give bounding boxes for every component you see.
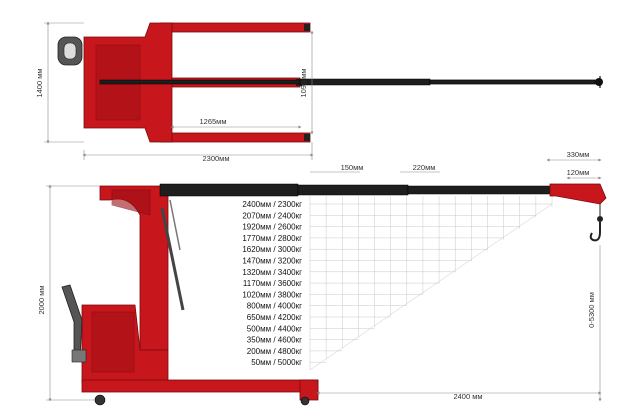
capacity-row-label: 1620мм / 3000кг: [242, 245, 302, 254]
hydraulic-cylinder: [160, 207, 185, 311]
boom-section-1: [297, 184, 409, 196]
side-leg-tip: [299, 379, 319, 401]
dim-boom-tip-offset: 330мм: [567, 150, 590, 159]
side-leg: [81, 379, 319, 393]
top-boom-segment-2: [429, 79, 596, 85]
top-boom-hook: [595, 78, 603, 86]
side-base-panel: [91, 311, 135, 373]
capacity-row-label: 2400мм / 2300кг: [242, 200, 302, 209]
hook-icon: [589, 222, 601, 242]
top-boom-segment-1: [299, 78, 431, 86]
mast-top-plate: [111, 189, 151, 216]
top-view: 1400 мм 1090 мм 1265мм 2300мм: [35, 21, 603, 163]
top-fork-upper: [159, 22, 311, 33]
hook-pulley: [597, 216, 603, 222]
capacity-row-label: 1170мм / 3600кг: [243, 279, 302, 288]
wheel-rear: [94, 394, 106, 406]
dim-boom-section-2: 220мм: [413, 163, 436, 172]
capacity-row-label: 1020мм / 3800кг: [242, 290, 302, 299]
capacity-row-label: 200мм / 4800кг: [247, 347, 302, 356]
capacity-row-label: 50мм / 5000кг: [251, 358, 302, 367]
dim-width-total: 1400 мм: [35, 68, 44, 97]
fork-tip-lower: [304, 134, 310, 141]
capacity-row-label: 1470мм / 3200кг: [242, 257, 302, 266]
capacity-row-label: 650мм / 4200кг: [247, 313, 302, 322]
side-handle: [61, 284, 83, 361]
boom-section-2: [407, 185, 551, 195]
side-view: 150мм 220мм 330мм 120мм 2000 мм 0-5300 м…: [37, 150, 607, 406]
capacity-row-label: 2070мм / 2400кг: [242, 211, 302, 220]
dim-lift-range: 0-5300 мм: [587, 292, 596, 328]
capacity-table: 2400мм / 2300кг 2070мм / 2400кг 1920мм / 2…: [242, 200, 302, 367]
capacity-row-label: 1320мм / 3400кг: [242, 268, 302, 277]
fork-tip-upper: [304, 24, 310, 31]
capacity-envelope-line: [309, 203, 553, 371]
dim-height: 2000 мм: [37, 285, 46, 314]
capacity-row-label: 350мм / 4600кг: [247, 336, 302, 345]
capacity-row-label: 1770мм / 2800кг: [242, 234, 302, 243]
capacity-row-label: 1920мм / 2600кг: [242, 223, 302, 232]
dim-boom-section-1: 150мм: [341, 163, 364, 172]
wheel-front: [300, 396, 310, 406]
top-handle-grip: [63, 42, 77, 60]
dim-inner-width: 1090 мм: [299, 68, 308, 97]
dim-length-total: 2300мм: [203, 154, 230, 163]
dim-hook-offset: 120мм: [567, 168, 590, 177]
capacity-fan-grid: [309, 196, 553, 371]
dim-reach: 2400 мм: [453, 392, 482, 401]
side-handle-base: [71, 349, 87, 363]
dim-fork-length: 1265мм: [200, 117, 227, 126]
boom-base-section: [159, 183, 299, 197]
boom-tip-head: [549, 183, 607, 205]
top-fork-lower: [159, 132, 311, 143]
capacity-row-label: 800мм / 4000кг: [247, 302, 302, 311]
capacity-row-label: 500мм / 4400кг: [247, 324, 302, 333]
